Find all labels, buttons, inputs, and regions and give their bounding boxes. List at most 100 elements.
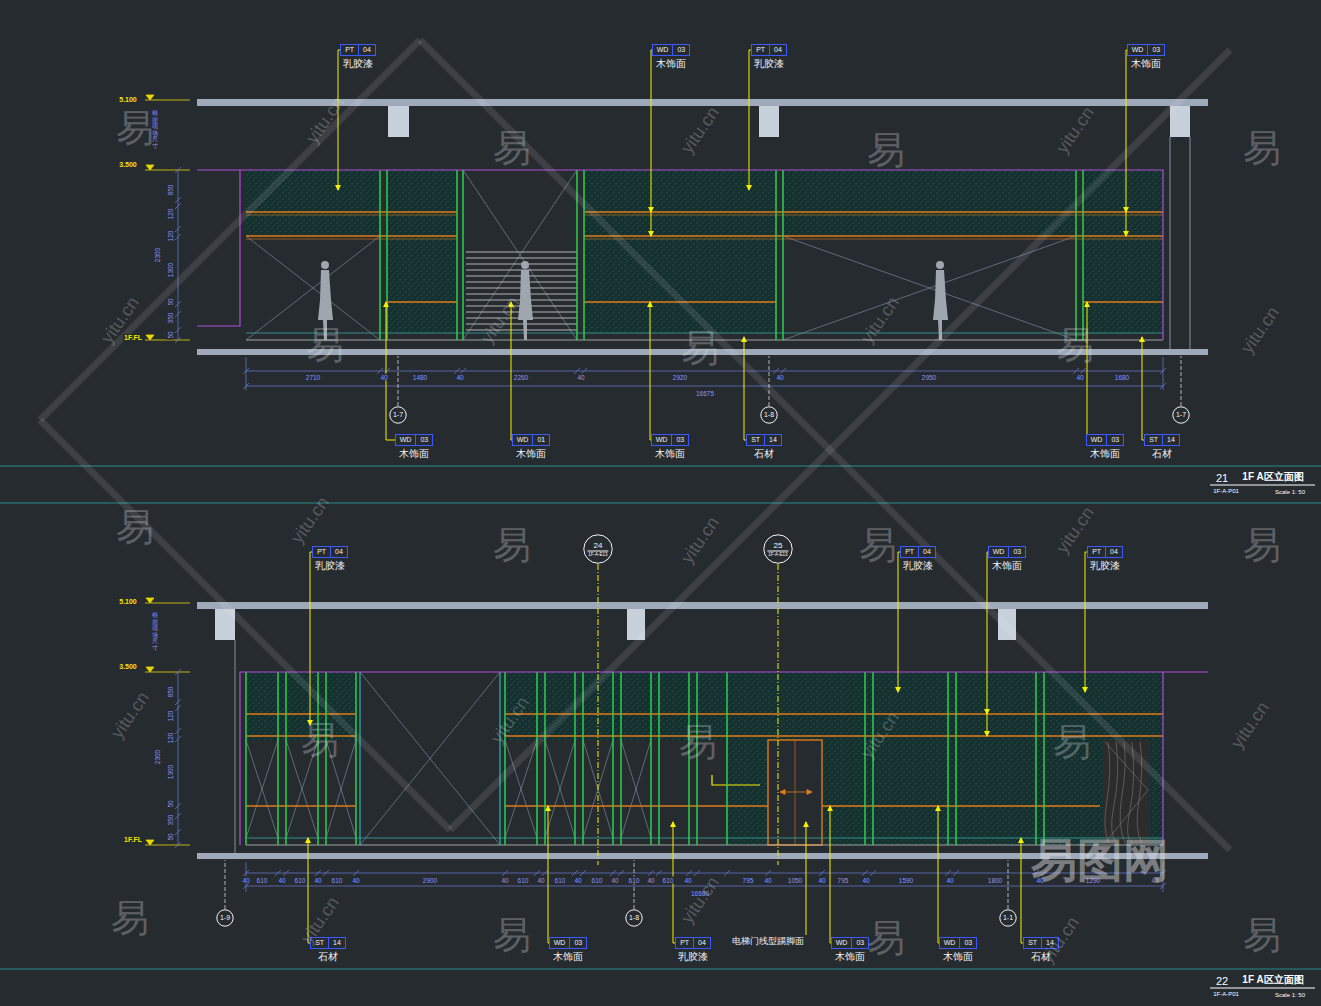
dimension: 350 [167, 312, 174, 325]
dimension: 2950 [921, 374, 937, 381]
section-text: 1-7 [393, 411, 403, 419]
material-tag: PT04 [675, 937, 711, 949]
dimension: 610 [662, 877, 675, 884]
material-tag: WD03 [395, 434, 433, 446]
dimension: 40 [1075, 374, 1084, 381]
material-number: 04 [769, 45, 786, 55]
material-callout: PT04乳胶漆 [340, 44, 376, 70]
material-code: PT [676, 938, 693, 948]
material-callout: PT04 乳胶漆 [312, 546, 348, 572]
material-tag: PT04 [751, 44, 787, 56]
watermark: 易 [859, 525, 897, 565]
section-number: 25 [774, 541, 783, 551]
section-marker: 1-1 [999, 909, 1017, 927]
watermark: 易 [306, 325, 344, 365]
material-code: WD [940, 938, 960, 948]
material-callout: WD03木饰面 [831, 937, 869, 963]
material-tag: PT04 [312, 546, 348, 558]
dimension: 1300 [167, 262, 174, 278]
dimension: 795 [837, 877, 850, 884]
material-tag: WD03 [831, 937, 869, 949]
dimension: 40 [536, 877, 545, 884]
material-number: 03 [569, 938, 586, 948]
watermark: 易 [116, 108, 154, 148]
material-code: PT [752, 45, 769, 55]
section-outline [584, 535, 612, 563]
watermark: 易图网 [1031, 836, 1169, 884]
dimension: 850 [167, 686, 174, 699]
material-number: 04 [1105, 547, 1122, 557]
dimension: 610 [331, 877, 344, 884]
drawing-number: 21 [1216, 472, 1228, 484]
material-tag: WD01 [512, 434, 550, 446]
sheet-reference: 1F-A-E13 [587, 551, 608, 558]
dimension: 1480 [412, 374, 428, 381]
material-tag: PT04 [340, 44, 376, 56]
material-name: 木饰面 [991, 560, 1023, 572]
dimension: 40 [500, 877, 509, 884]
section-text: 1-7 [1176, 411, 1186, 419]
material-tag: WD03 [652, 44, 690, 56]
dimension: 40 [573, 877, 582, 884]
section-outline [217, 910, 233, 926]
watermark: yitu.cn [477, 293, 523, 347]
section-outline [764, 535, 792, 563]
watermark: 易 [493, 915, 531, 955]
material-tag: WD03 [939, 937, 977, 949]
material-callout: WD03木饰面 [651, 434, 689, 460]
material-tag: ST14 [746, 434, 782, 446]
dimension: 1590 [898, 877, 914, 884]
watermark: 易 [1056, 325, 1094, 365]
dimension: 50 [167, 832, 174, 841]
material-tag: WD03 [549, 937, 587, 949]
material-name: 石材 [317, 951, 339, 963]
section-marker: 1-7 [389, 406, 407, 424]
dimension: 40 [313, 877, 322, 884]
dimension: 50 [167, 799, 174, 808]
watermark: yitu.cn [107, 688, 153, 742]
material-code: WD [653, 45, 673, 55]
material-name: 木饰面 [1130, 58, 1162, 70]
section-outline [390, 407, 406, 423]
dimension: 350 [167, 814, 174, 827]
dimension: 1800 [987, 877, 1003, 884]
material-name: 乳胶漆 [753, 58, 785, 70]
section-text: 241F-A-E13 [587, 541, 608, 558]
material-code: ST [747, 435, 764, 445]
material-name: 石材 [1151, 448, 1173, 460]
material-tag: PT04 [1087, 546, 1123, 558]
material-number: 14 [1162, 435, 1179, 445]
material-name: 乳胶漆 [902, 560, 934, 572]
material-name: 木饰面 [654, 448, 686, 460]
material-number: 04 [693, 938, 710, 948]
material-code: WD [1087, 435, 1107, 445]
dimension: 40 [576, 374, 585, 381]
material-number: 03 [672, 45, 689, 55]
dimension: 1300 [167, 764, 174, 780]
material-name: 乳胶漆 [314, 560, 346, 572]
dimension: 16675 [695, 390, 715, 397]
section-number: 24 [594, 541, 603, 551]
material-number: 14 [764, 435, 781, 445]
material-callout: WD03木饰面 [549, 937, 587, 963]
material-number: 04 [358, 45, 375, 55]
material-code: WD [1128, 45, 1148, 55]
material-name: 木饰面 [1089, 448, 1121, 460]
material-name: 木饰面 [515, 448, 547, 460]
site-note: 根据现场尺寸 [152, 612, 158, 652]
material-number: 14 [328, 938, 345, 948]
dimension: 610 [554, 877, 567, 884]
material-callout: PT04 乳胶漆 [751, 44, 787, 70]
section-marker: 1-7 [1172, 406, 1190, 424]
dimension: 120 [167, 710, 174, 723]
watermark: 易 [681, 328, 719, 368]
callout-note: 电梯门线型踢脚面 [731, 936, 805, 947]
dimension: 40 [277, 877, 286, 884]
dimension: 1050 [787, 877, 803, 884]
dimension: 850 [167, 184, 174, 197]
dimension: 40 [241, 877, 250, 884]
material-code: WD [989, 547, 1009, 557]
section-text: 1-8 [764, 411, 774, 419]
material-tag: WD03 [1127, 44, 1165, 56]
